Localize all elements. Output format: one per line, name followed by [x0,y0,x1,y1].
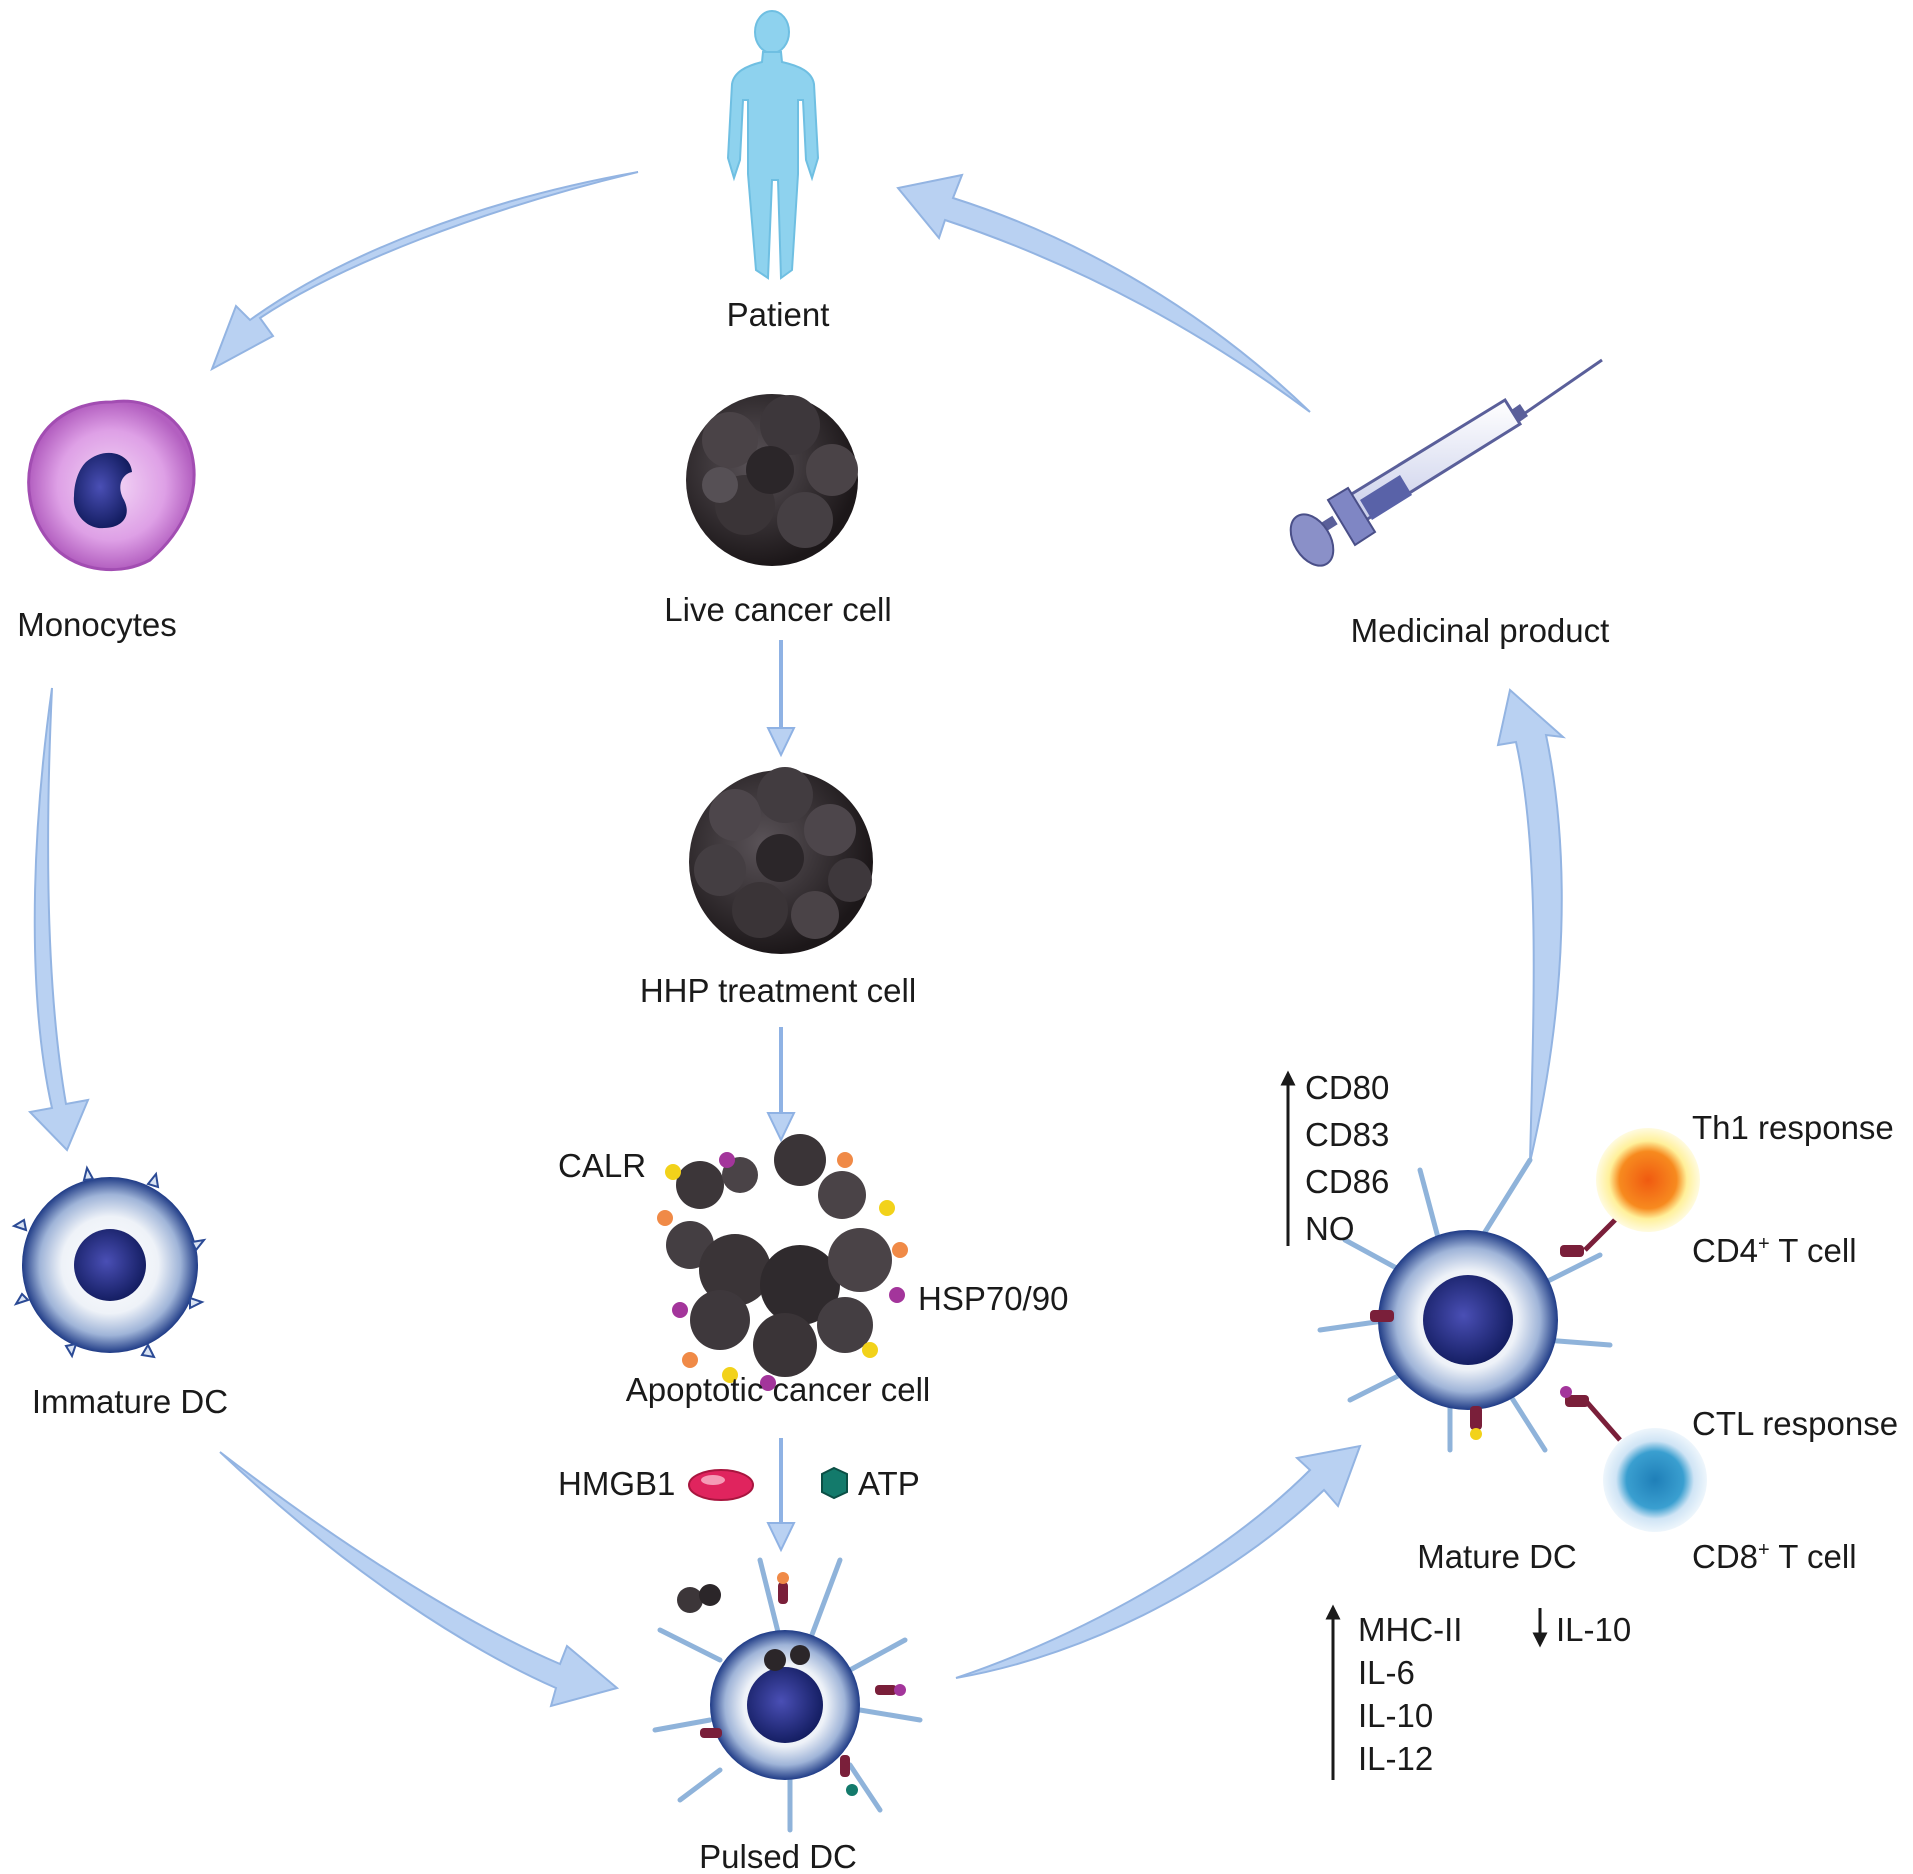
patient-figure [726,10,820,280]
apoptotic-cancer-cell-label: Apoptotic cancer cell [626,1371,931,1408]
apoptotic-cancer-cell-icon [657,1134,908,1391]
arrow-live-to-hhp [766,640,796,758]
node-labels: Patient Monocytes Live cancer cell HHP t… [17,296,1609,1874]
syringe-icon [1289,358,1603,567]
cd4-prefix: CD4 [1692,1232,1758,1269]
hhp-treatment-cell-icon [689,767,873,954]
ctl-response-label: CTL response [1692,1405,1898,1442]
arrow-immature-to-pulsed-dc [219,1451,620,1708]
cd8-t-cell-icon [1603,1428,1707,1532]
marker-il-10: IL-10 [1358,1697,1433,1734]
response-labels: Th1 response CD4+ T cell CTL response CD… [1692,1109,1898,1575]
marker-mhc-ii: MHC-II [1358,1611,1462,1648]
arrow-mature-dc-to-product [1496,688,1567,1163]
cd4-suffix: T cell [1770,1232,1857,1269]
marker-cd83: CD83 [1305,1116,1389,1153]
pulsed-dc-icon [652,1557,923,1833]
arrow-hhp-to-apoptotic [766,1027,796,1143]
marker-il-6: IL-6 [1358,1654,1415,1691]
arrow-pulsed-to-mature-dc [955,1444,1362,1679]
marker-il-12: IL-12 [1358,1740,1433,1777]
th1-response-label: Th1 response [1692,1109,1894,1146]
atp-label: ATP [858,1465,920,1502]
medicinal-product-label: Medicinal product [1351,612,1610,649]
surface-markers-up: CD80 CD83 CD86 NO [1280,1069,1389,1247]
arrow-monocytes-to-immature-dc [27,687,90,1152]
cycle-arrows [27,171,1567,1708]
marker-cd80: CD80 [1305,1069,1389,1106]
calr-dots [665,1164,895,1383]
monocyte-cell-icon [27,399,196,572]
arrow-product-to-patient [896,173,1311,413]
pulsed-dc-label: Pulsed DC [699,1838,857,1874]
marker-cd86: CD86 [1305,1163,1389,1200]
live-cancer-cell-label: Live cancer cell [664,591,891,628]
immature-dc-icon [11,1165,207,1359]
cd8-suffix: T cell [1770,1538,1857,1575]
immature-dc-label: Immature DC [32,1383,228,1420]
cd8-t-cell-label: CD8+ T cell [1692,1538,1857,1575]
cytokines-up: MHC-II IL-6 IL-10 IL-12 [1325,1604,1462,1780]
arrow-patient-to-monocytes [210,171,639,372]
marker-down-il-10: IL-10 [1556,1611,1631,1648]
mature-dc-label: Mature DC [1417,1538,1577,1575]
hsp-label: HSP70/90 [918,1280,1068,1317]
cd8-sup: + [1758,1539,1770,1561]
patient-label: Patient [727,296,830,333]
cd4-sup: + [1758,1233,1770,1255]
signal-labels: CALR HSP70/90 HMGB1 ATP [558,1147,1068,1502]
hsp-dots [672,1152,905,1391]
calr-label: CALR [558,1147,646,1184]
hmgb1-molecule-icon [688,1469,754,1501]
atp-molecule-icon [821,1466,848,1500]
orange-dots [657,1152,908,1368]
monocytes-label: Monocytes [17,606,177,643]
arrow-apoptotic-to-pulsed [766,1438,796,1553]
marker-no: NO [1305,1210,1355,1247]
mature-dc-icon [1317,1157,1622,1453]
hmgb1-label: HMGB1 [558,1465,675,1502]
cd4-t-cell-label: CD4+ T cell [1692,1232,1857,1269]
cytokines-down: IL-10 [1532,1608,1631,1648]
cd4-t-cell-icon [1596,1128,1700,1232]
cd8-prefix: CD8 [1692,1538,1758,1575]
live-cancer-cell-icon [686,394,858,566]
hhp-treatment-cell-label: HHP treatment cell [640,972,916,1009]
